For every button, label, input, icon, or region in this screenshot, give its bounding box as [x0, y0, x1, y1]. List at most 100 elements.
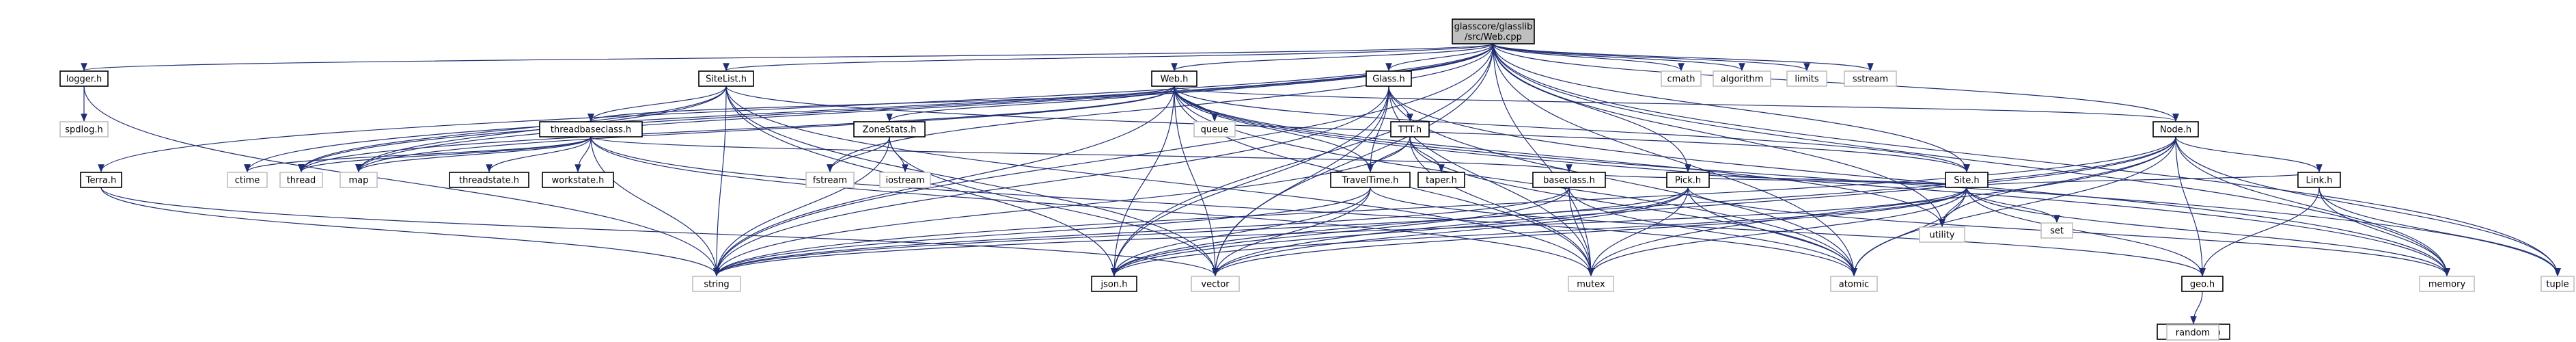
node-site-label: Site.h	[1954, 176, 1979, 186]
edge-web_h-to-node	[1174, 86, 2179, 122]
node-fstream-label: fstream	[813, 176, 847, 186]
edge-root-to-web_h	[1171, 43, 1494, 72]
edge-node-to-memory	[2175, 136, 2450, 277]
edge-root-to-tuple	[1493, 43, 2561, 277]
edge-root-to-sstream	[1493, 43, 1874, 72]
edge-pick-to-string	[713, 187, 1689, 277]
node-web_h[interactable]: Web.h	[1151, 70, 1197, 87]
node-ttt[interactable]: TTT.h	[1390, 121, 1430, 137]
edge-sitelist-to-site	[725, 86, 1970, 173]
edge-web_h-to-vector	[1174, 86, 1219, 277]
edge-threadbase-to-threadstate	[486, 136, 592, 173]
edge-baseclass-to-string	[713, 187, 1570, 277]
node-utility: utility	[1919, 226, 1965, 243]
node-ttt-box	[1390, 121, 1430, 137]
edge-root-to-atomic	[1493, 43, 1857, 277]
node-memory: memory	[2419, 276, 2475, 292]
edge-zonestats-to-fstream	[827, 136, 890, 173]
node-pick[interactable]: Pick.h	[1666, 172, 1710, 188]
node-zonestats[interactable]: ZoneStats.h	[853, 121, 926, 137]
node-threadbase-label: threadbaseclass.h	[551, 125, 631, 135]
node-site[interactable]: Site.h	[1945, 172, 1989, 188]
node-site-box	[1945, 172, 1989, 188]
node-spdlog: spdlog.h	[59, 121, 109, 137]
edge-root-to-fstream	[827, 43, 1494, 173]
edge-pick-to-vector	[1212, 187, 1689, 277]
edge-root-to-memory	[1493, 43, 2450, 277]
node-string-box	[692, 276, 741, 292]
edge-site-to-utility	[1939, 187, 1967, 228]
edge-root-to-limits	[1493, 43, 1810, 72]
edge-root-to-sitelist	[723, 43, 1494, 72]
node-map-label: map	[349, 176, 369, 186]
node-node[interactable]: Node.h	[2152, 121, 2199, 137]
node-sstream-label: sstream	[1853, 75, 1888, 85]
node-zonestats-box	[853, 121, 926, 137]
node-memory-box	[2419, 276, 2475, 292]
edge-site-to-json	[1111, 187, 1967, 277]
node-cmath-label: cmath	[1667, 75, 1695, 85]
node-atomic: atomic	[1830, 276, 1878, 292]
edge-sitelist-to-mutex	[725, 86, 1594, 277]
node-json-label: json.h	[1100, 280, 1128, 290]
node-workstate-label: workstate.h	[552, 176, 605, 186]
node-baseclass-box	[1532, 172, 1606, 188]
node-terra[interactable]: Terra.h	[80, 172, 122, 188]
edge-web_h-to-traveltime	[1174, 86, 1374, 173]
edge-root-to-ctime	[244, 43, 1494, 173]
node-glass-box	[1366, 70, 1412, 87]
edge-traveltime-to-geo	[1370, 187, 2206, 277]
node-spdlog-box	[59, 121, 109, 137]
edge-site-to-geo	[1966, 187, 2206, 277]
edge-threadbase-to-string	[590, 136, 720, 277]
node-threadstate[interactable]: threadstate.h	[449, 172, 529, 188]
edge-glass-to-memory	[1388, 86, 2450, 277]
node-logger[interactable]: logger.h	[59, 70, 109, 87]
edge-logger-to-string	[83, 86, 720, 277]
edge-web_h-to-threadbase	[587, 86, 1175, 122]
node-vector: vector	[1191, 276, 1240, 292]
node-link[interactable]: Link.h	[2297, 172, 2341, 188]
node-geo-box	[2181, 276, 2224, 292]
node-geo[interactable]: geo.h	[2181, 276, 2224, 292]
edge-node-to-atomic	[1851, 136, 2176, 277]
edge-web_h-to-utility	[1174, 86, 1945, 228]
edge-site-to-vector	[1212, 187, 1967, 277]
node-string-label: string	[704, 280, 729, 290]
node-workstate-box	[542, 172, 614, 188]
node-ctime-label: ctime	[235, 176, 260, 186]
node-pick-box	[1666, 172, 1710, 188]
node-taper[interactable]: taper.h	[1417, 172, 1465, 188]
edge-ttt-to-mutex	[1409, 136, 1594, 277]
node-glass[interactable]: Glass.h	[1366, 70, 1412, 87]
node-threadstate-box	[449, 172, 529, 188]
node-tuple-box	[2540, 276, 2575, 292]
edge-traveltime-to-json	[1111, 187, 1371, 277]
edge-threadbase-to-thread	[298, 136, 592, 173]
node-root[interactable]: glasscore/glasslib/src/Web.cpp	[1452, 18, 1535, 44]
edge-threadbase-to-mutex	[590, 136, 1594, 277]
node-json[interactable]: json.h	[1091, 276, 1137, 292]
edge-pick-to-mutex	[1588, 187, 1689, 277]
node-web_h-label: Web.h	[1161, 75, 1189, 85]
node-algorithm: algorithm	[1713, 70, 1771, 87]
edge-geo-to-glassmath	[2190, 291, 2203, 325]
node-traveltime[interactable]: TravelTime.h	[1330, 172, 1411, 188]
edge-terra-to-vector	[100, 187, 1219, 277]
edge-site-to-set	[1966, 187, 2060, 224]
node-sitelist-label: SiteList.h	[706, 75, 747, 85]
edge-sitelist-to-vector	[725, 86, 1219, 277]
edge-root-to-utility	[1493, 43, 1945, 228]
node-baseclass[interactable]: baseclass.h	[1532, 172, 1606, 188]
node-threadbase-box	[539, 121, 643, 137]
node-set-box	[2040, 222, 2073, 239]
node-root-box	[1452, 18, 1535, 44]
node-workstate[interactable]: workstate.h	[542, 172, 614, 188]
node-sstream: sstream	[1844, 70, 1897, 87]
node-sitelist[interactable]: SiteList.h	[698, 70, 754, 87]
node-logger-label: logger.h	[66, 75, 102, 85]
node-baseclass-label: baseclass.h	[1543, 176, 1595, 186]
node-threadbase[interactable]: threadbaseclass.h	[539, 121, 643, 137]
edge-node-to-vector	[1212, 136, 2176, 277]
